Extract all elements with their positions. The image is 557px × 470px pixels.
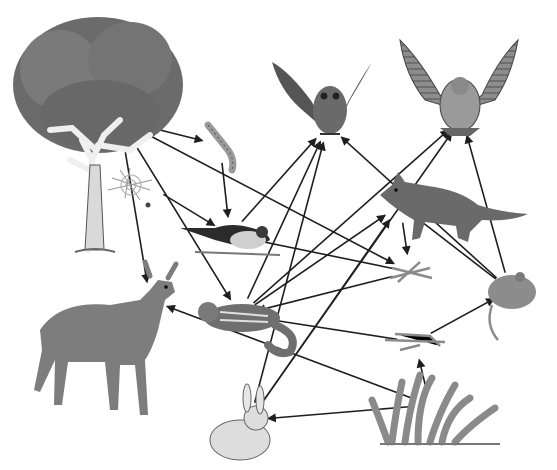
spider-web-icon <box>108 168 152 208</box>
arrow-spider-web-to-songbird <box>163 194 214 225</box>
insects-icon <box>390 262 432 282</box>
hawk-icon <box>400 40 518 136</box>
arrow-grasshopper-to-mouse <box>431 299 494 334</box>
rabbit-icon <box>210 384 270 460</box>
grasshopper-icon <box>385 334 445 350</box>
arrow-chipmunk-to-fox <box>255 215 385 305</box>
arrow-caterpillar-to-songbird <box>222 163 228 217</box>
mouse-icon <box>488 272 536 340</box>
arrows-layer <box>123 124 505 418</box>
grass-icon <box>372 375 500 444</box>
arrow-tree-to-chipmunk <box>129 135 230 299</box>
caterpillar-icon <box>208 125 233 170</box>
arrow-fox-to-insects <box>403 223 408 254</box>
deer-icon <box>34 262 176 415</box>
tree-icon <box>13 17 183 252</box>
arrow-rabbit-to-fox <box>260 220 389 405</box>
songbird-icon <box>180 225 280 255</box>
arrow-songbird-to-owl <box>242 138 316 221</box>
fox-icon <box>380 172 528 242</box>
owl-icon <box>272 62 372 134</box>
arrow-grass-to-rabbit <box>268 406 412 418</box>
